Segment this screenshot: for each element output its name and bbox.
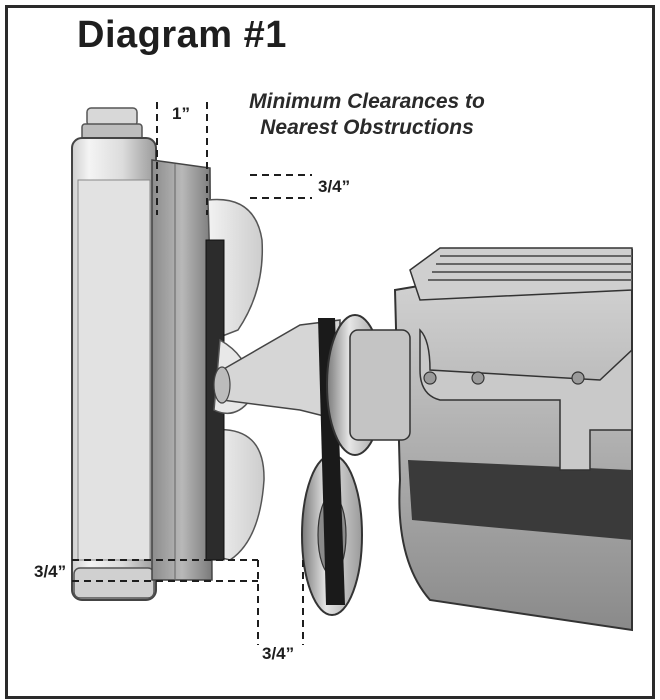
- bottom-left-clearance-label: 3/4”: [34, 562, 67, 581]
- dimension-lines: [72, 102, 312, 645]
- bottom-clearance-label: 3/4”: [262, 644, 295, 663]
- radiator-cap: [81, 107, 143, 141]
- subtitle-line-2: Nearest Obstructions: [260, 116, 474, 139]
- fan-shroud: [151, 159, 213, 581]
- drive-belt: [318, 318, 345, 605]
- diagram-subtitle: Minimum Clearances to Nearest Obstructio…: [222, 89, 512, 141]
- water-pump-pulley: [326, 314, 411, 456]
- radiator: [71, 137, 157, 601]
- top-clearance-label: 1”: [172, 104, 190, 123]
- subtitle-line-1: Minimum Clearances to: [249, 90, 485, 113]
- diagram-title: Diagram #1: [77, 14, 287, 56]
- valve-cover-ribs: [428, 255, 632, 281]
- engine-block: [393, 247, 633, 632]
- upper-side-clearance-label: 3/4”: [318, 177, 351, 196]
